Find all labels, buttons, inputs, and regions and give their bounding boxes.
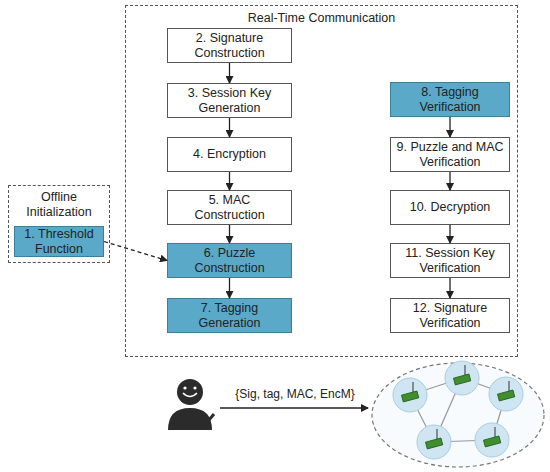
flow-arrow [229,118,230,137]
box-label: 8. Tagging Verification [395,85,505,115]
box-label: 6. Puzzle Construction [172,246,287,276]
process-box: 4. Encryption [167,137,292,172]
flow-arrow [449,278,450,298]
group-title: Real-Time Communication [126,11,517,26]
group-title: Offline Initialization [9,190,109,220]
box-label: 3. Session Key Generation [172,86,287,116]
flow-arrow [449,117,450,137]
process-box: 8. Tagging Verification [390,82,510,117]
flow-arrow [104,242,167,261]
flow-arrow [229,63,230,83]
box-label: 10. Decryption [410,200,491,215]
flow-arrow [449,225,450,243]
flow-arrow [229,225,230,243]
box-label: 2. Signature Construction [172,31,287,61]
box-label: 7. Tagging Generation [172,301,287,331]
process-box: 1. Threshold Function [14,226,104,257]
process-box: 10. Decryption [390,190,510,225]
process-box: 2. Signature Construction [167,28,292,63]
process-box: 11. Session Key Verification [390,243,510,278]
box-label: 1. Threshold Function [19,227,99,257]
process-box: 9. Puzzle and MAC Verification [390,137,510,172]
flow-arrow [229,172,230,190]
box-label: 9. Puzzle and MAC Verification [395,140,505,170]
box-label: 5. MAC Construction [172,193,287,223]
process-box: 7. Tagging Generation [167,298,292,333]
group-frame: Real-Time Communication 2. Signature Cons… [125,5,518,357]
message-arrow [220,407,368,408]
user-icon [168,379,214,430]
process-box: 6. Puzzle Construction [167,243,292,278]
message-label: {Sig, tag, MAC, EncM} [222,387,368,401]
process-box: 5. MAC Construction [167,190,292,225]
process-box: 12. Signature Verification [390,298,510,333]
group-frame: Offline Initialization 1. Threshold Funct… [8,185,110,263]
box-label: 4. Encryption [193,147,266,162]
flow-arrow [449,172,450,190]
box-label: 11. Session Key Verification [395,246,505,276]
box-label: 12. Signature Verification [395,301,505,331]
process-box: 3. Session Key Generation [167,83,292,118]
sensor-network [372,361,544,467]
flow-arrow [229,278,230,298]
